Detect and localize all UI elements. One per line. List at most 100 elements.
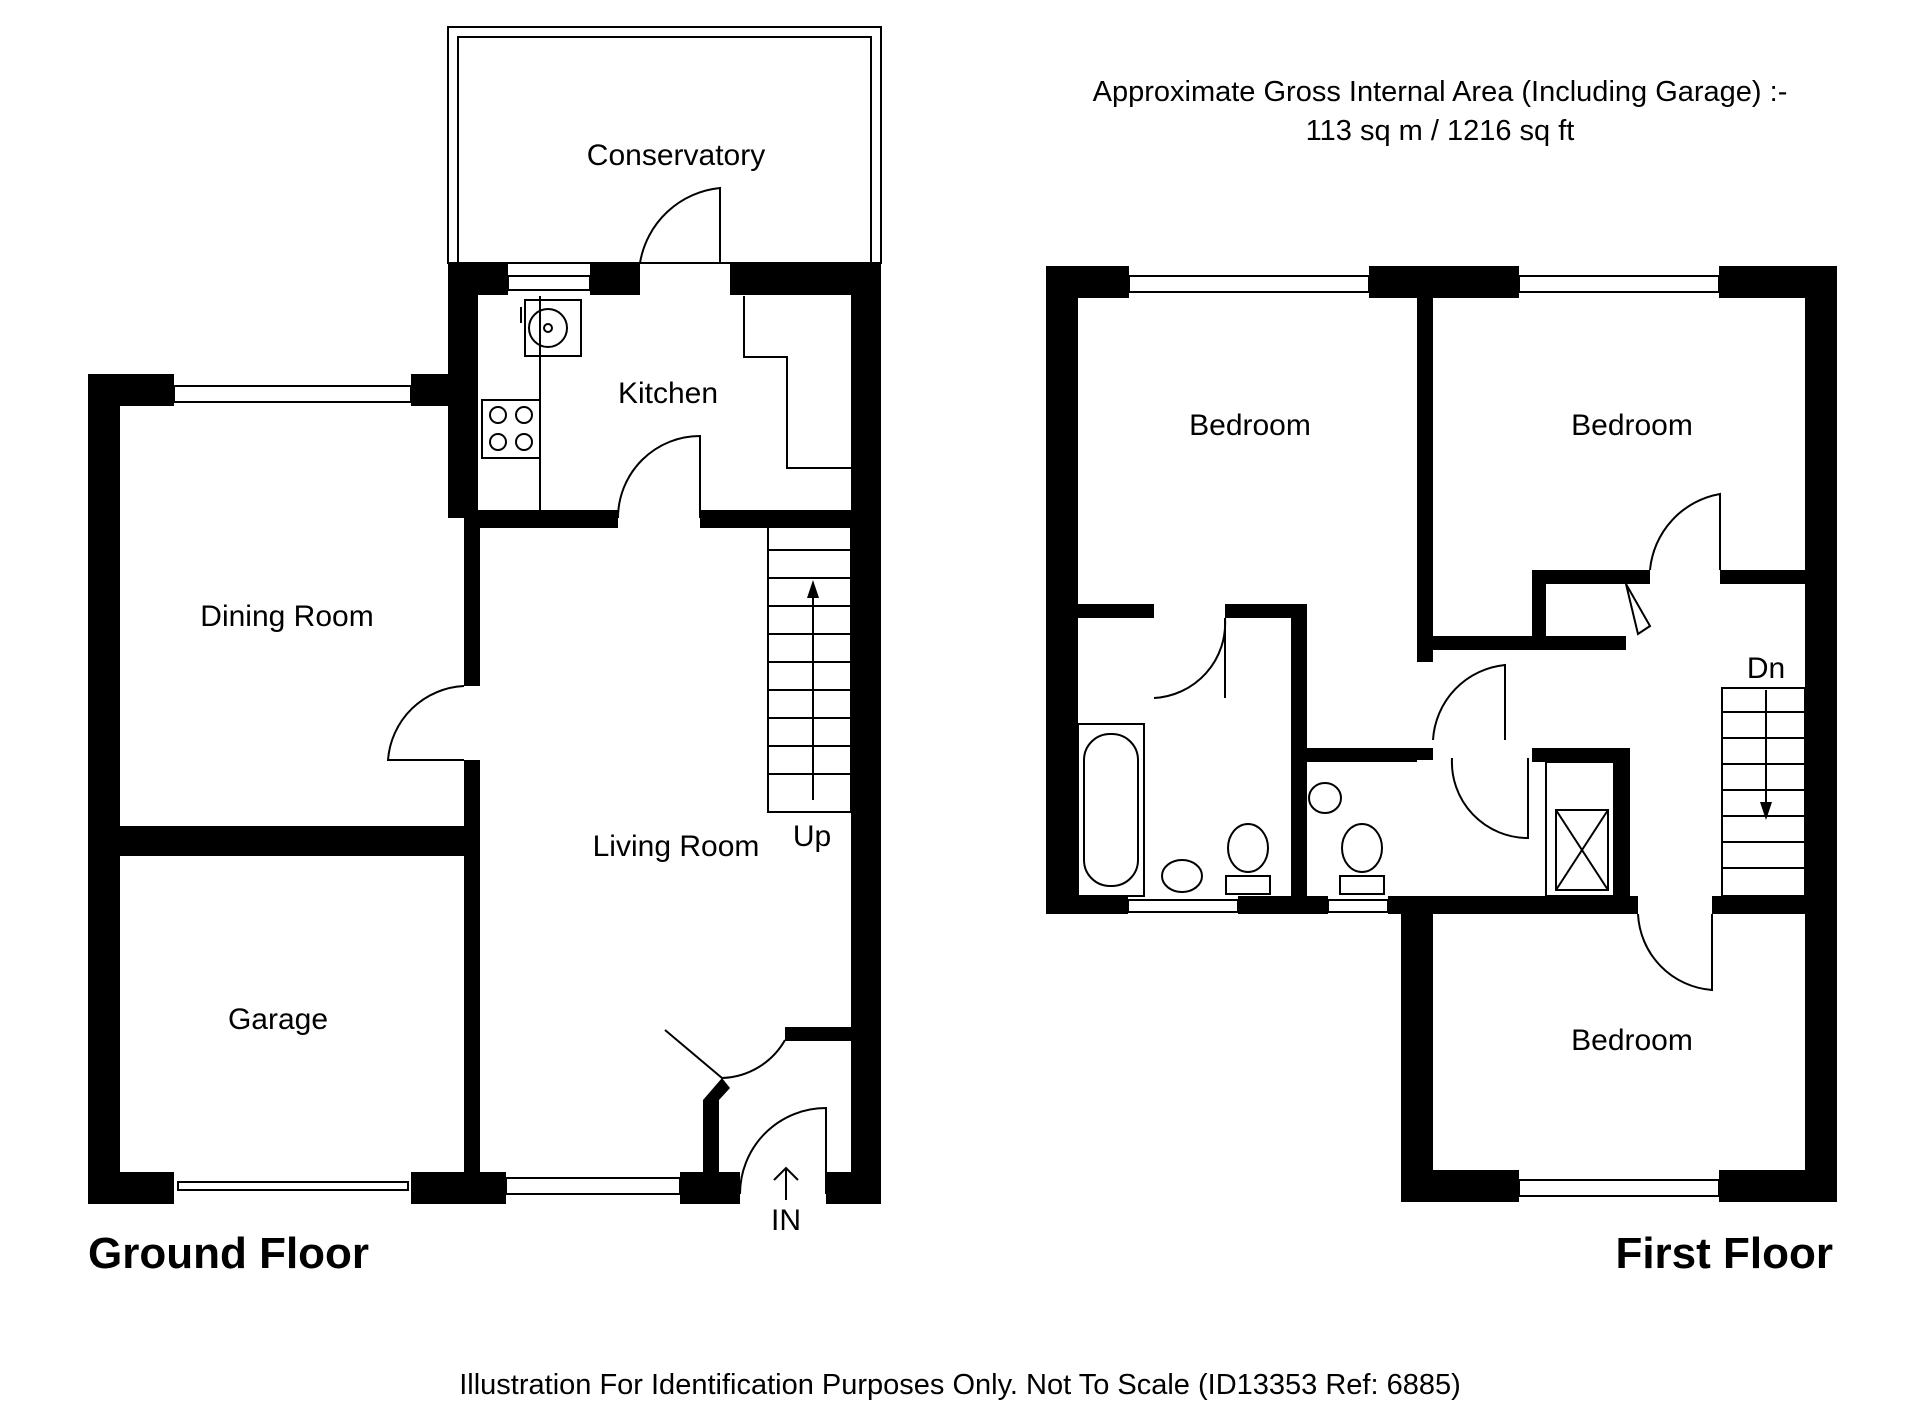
bathroom-wc-cistern [1225, 875, 1271, 895]
kitchen-cupboard [743, 296, 851, 469]
bedroom-1-ensuite-wall-top-right [1225, 604, 1303, 618]
kitchen-sink-unit [524, 299, 582, 357]
bedroom-2-wall-right [1720, 570, 1805, 584]
shower-enclosure [1545, 761, 1615, 897]
wc-door [1450, 757, 1529, 840]
first-floor-plan: Bedroom Bedroom Bedroom Dn First Floor [1046, 266, 1837, 1278]
bedroom-1-ensuite-wall-top [1078, 604, 1154, 618]
kitchen-wall-top-mid [590, 263, 640, 295]
first-floor-title: First Floor [1615, 1229, 1833, 1278]
first-wall-bottom-left [1046, 896, 1128, 914]
bedroom-2-wall-bottom [1433, 636, 1543, 650]
room-label-living-room: Living Room [593, 830, 760, 863]
entrance-wall-bottom [826, 1172, 881, 1204]
cupboard-door [1625, 583, 1652, 636]
first-wall-left [1046, 266, 1078, 914]
hob-ring-2 [515, 406, 533, 424]
wc-wall-right [1417, 748, 1433, 760]
bedroom-1-door [1432, 663, 1506, 741]
gross-area-line-2: 113 sq m / 1216 sq ft [1306, 115, 1575, 147]
wc-toilet-cistern [1339, 875, 1385, 895]
wc-window [1327, 899, 1389, 913]
cupboard-wall-left [1532, 570, 1546, 650]
first-wall-right [1805, 266, 1837, 1202]
room-label-garage: Garage [228, 1003, 328, 1036]
bedroom-1-2-divider [1417, 298, 1433, 662]
first-wall-bottom-mid [1238, 896, 1328, 914]
kitchen-window [507, 275, 591, 291]
bedroom-1-window [1128, 275, 1370, 293]
bathroom-wall-right [1291, 604, 1307, 752]
conservatory-door [639, 186, 721, 264]
dining-garage-wall [120, 826, 464, 856]
bedroom-3-wall-left [1401, 896, 1433, 1202]
wc-wall-left [1291, 748, 1307, 914]
ground-floor-title: Ground Floor [88, 1229, 369, 1278]
cupboard-wall-top [1532, 570, 1650, 584]
room-label-conservatory: Conservatory [587, 139, 765, 172]
wc-toilet [1341, 823, 1383, 873]
entrance-label: IN [771, 1204, 801, 1237]
conservatory-frame-inner [457, 36, 872, 264]
wc-wall-top [1307, 748, 1417, 762]
ground-floor-plan: Conservatory Kitchen Dining Room Living … [88, 26, 882, 1278]
hob-ring-1 [489, 406, 507, 424]
ground-wall-right [851, 263, 881, 1204]
stairs-up-label: Up [793, 820, 831, 853]
kitchen-door [617, 434, 701, 519]
room-label-kitchen: Kitchen [618, 377, 718, 410]
bedroom-3-wall-bottom-left [1401, 1170, 1519, 1202]
shower-wall-top [1532, 748, 1622, 762]
bathroom-wc [1227, 823, 1269, 873]
front-door [739, 1106, 827, 1195]
bathroom-door [1153, 617, 1227, 699]
hob [481, 399, 541, 459]
ground-stairs [767, 525, 852, 813]
first-wall-bottom-right [1388, 896, 1638, 914]
stairs-down-label: Dn [1747, 652, 1785, 685]
garage-wall-bottom-left [88, 1172, 174, 1204]
entrance-arrowhead [773, 1166, 799, 1181]
garage-wall-bottom-right [411, 1172, 506, 1204]
room-label-bedroom-3: Bedroom [1571, 1024, 1693, 1057]
bath-inner [1083, 733, 1139, 887]
cupboard-wall-bottom [1546, 636, 1626, 650]
dining-living-wall-bottom [464, 760, 480, 1204]
shower-wall-right [1614, 748, 1630, 914]
gross-area-line-1: Approximate Gross Internal Area (Includi… [1093, 76, 1788, 108]
ground-wall-left [88, 374, 120, 1204]
porch-wall-left [703, 1100, 719, 1204]
bedroom-3-wall-bottom-right [1719, 1170, 1837, 1202]
bedroom-3-door [1637, 913, 1713, 992]
bedroom-3-window [1518, 1179, 1720, 1197]
shower-tray [1555, 809, 1609, 891]
bedroom-2-window [1518, 275, 1720, 293]
footer-disclaimer: Illustration For Identification Purposes… [459, 1369, 1461, 1401]
bathroom-basin [1161, 859, 1203, 893]
kitchen-sink-bowl [528, 308, 568, 348]
wc-basin [1308, 782, 1342, 814]
room-label-dining-room: Dining Room [200, 600, 373, 633]
garage-door [177, 1181, 409, 1191]
first-wall-bottom-far-right [1712, 896, 1837, 914]
hob-ring-4 [515, 433, 533, 451]
room-label-bedroom-1: Bedroom [1189, 409, 1311, 442]
dining-wall-top-right [411, 374, 478, 406]
first-wall-top-mid [1369, 266, 1519, 298]
bedroom-2-door [1649, 492, 1721, 571]
kitchen-living-wall-left [478, 510, 618, 528]
stairs-down-arrowhead [1760, 802, 1772, 820]
bathroom-window [1127, 899, 1239, 913]
stairs-up-arrowhead [807, 580, 819, 598]
bath [1077, 723, 1145, 897]
porch-wall-angle [703, 1078, 730, 1100]
porch-wall-top [785, 1027, 855, 1041]
shower-diag-2 [1555, 809, 1609, 891]
kitchen-wall-top-left [448, 263, 508, 295]
porch-inner-door [664, 1029, 786, 1080]
kitchen-living-wall-right [700, 510, 881, 528]
first-floor-stairs [1721, 687, 1806, 897]
dining-living-wall-top [464, 518, 480, 686]
kitchen-sink-drain [543, 323, 553, 333]
